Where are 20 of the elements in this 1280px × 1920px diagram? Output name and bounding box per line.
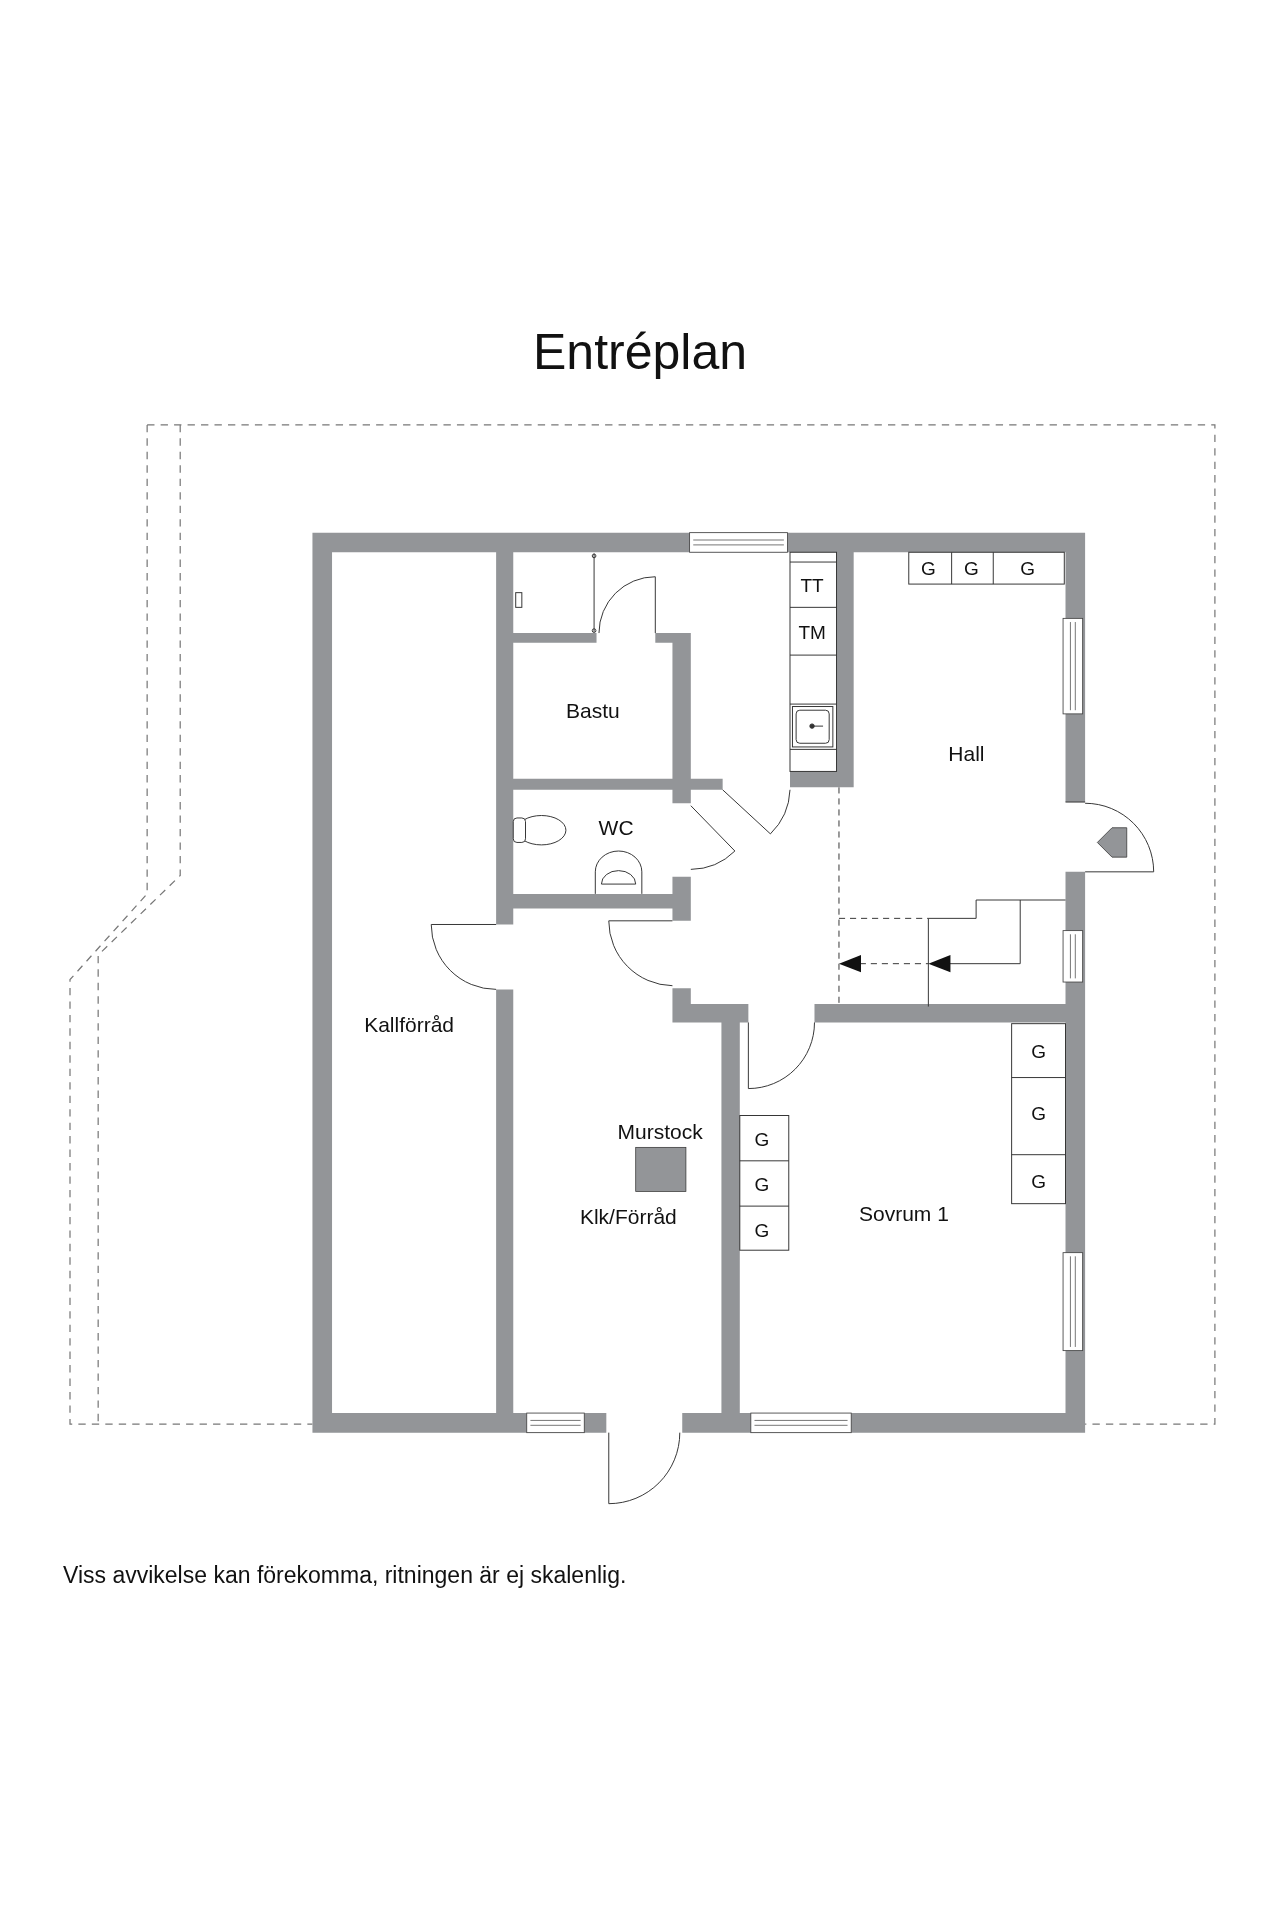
- closet-label: G: [921, 558, 936, 578]
- appliance-label: TT: [800, 576, 824, 595]
- closet-label: G: [963, 558, 979, 578]
- closet-label: G: [1031, 1171, 1047, 1191]
- closet-label: G: [1031, 1041, 1047, 1061]
- room-label: Klk/Förråd: [579, 1205, 677, 1227]
- room-label: Sovrum 1: [859, 1202, 949, 1224]
- room-label: Bastu: [566, 699, 620, 721]
- closet-label: G: [754, 1129, 770, 1149]
- closet-label: G: [1020, 558, 1036, 578]
- closet-label: G: [754, 1220, 770, 1240]
- room-label: Hall: [948, 742, 985, 764]
- room-label: Kallförråd: [364, 1013, 455, 1035]
- plan-title: Entréplan: [531, 323, 748, 382]
- closet-label: G: [1031, 1103, 1047, 1123]
- closet-label: G: [754, 1174, 770, 1194]
- room-label: WC: [598, 816, 634, 838]
- disclaimer-note: Viss avvikelse kan förekomma, ritningen är ej skalenlig.: [63, 1561, 627, 1589]
- appliance-label: TM: [798, 622, 826, 642]
- chimney-label: Murstock: [617, 1120, 703, 1142]
